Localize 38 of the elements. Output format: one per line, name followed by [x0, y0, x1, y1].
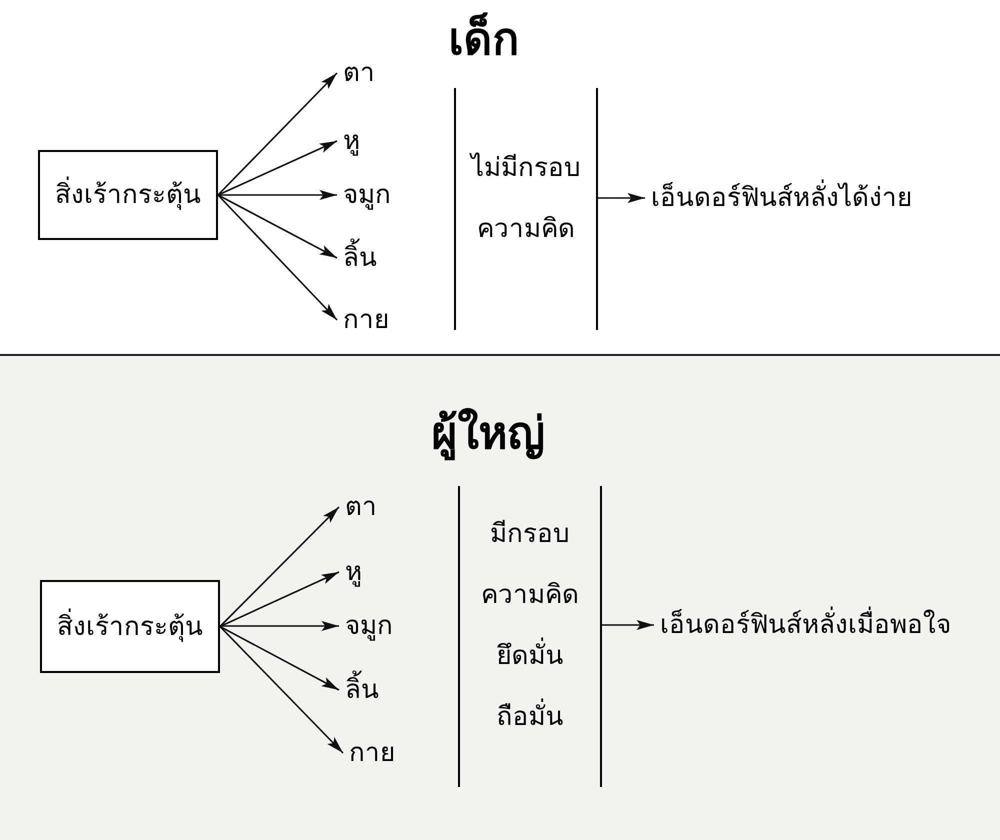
box-label: สิ่งเร้ากระตุ้น: [55, 178, 201, 212]
column-band: [454, 88, 598, 330]
sense-label: กาย: [337, 302, 389, 338]
sense-label: จมูก: [339, 608, 393, 644]
band-text: ถือมั่น: [496, 699, 564, 735]
band-text: ความคิด: [477, 213, 575, 246]
arrow: [220, 621, 339, 631]
arrow: [218, 190, 337, 200]
sense-label: หู: [337, 123, 360, 159]
arrow: [217, 194, 338, 321]
band-text: มีกรอบ: [490, 518, 570, 551]
sense-label: หู: [339, 554, 362, 590]
band-text: ความคิด: [481, 579, 579, 612]
column-band: [458, 486, 602, 787]
sense-label: ลิ้น: [339, 672, 379, 708]
sense-label: ตา: [339, 489, 377, 525]
arrow: [220, 626, 340, 691]
section-heading: เด็ก: [448, 12, 520, 67]
sense-label: จมูก: [337, 177, 391, 213]
arrow: [217, 72, 338, 196]
arrow: [598, 193, 645, 203]
sense-label: ตา: [337, 55, 375, 91]
outcome-text: เอ็นดอร์ฟินส์หลั่งได้ง่าย: [645, 180, 912, 216]
band-text: ไม่มีกรอบ: [471, 152, 581, 185]
band-text: ยึดมั่น: [496, 638, 564, 674]
arrow: [219, 626, 344, 754]
sense-label: ลิ้น: [337, 240, 377, 276]
outcome-text: เอ็นดอร์ฟินส์หลั่งเมื่อพอใจ: [654, 607, 951, 643]
arrow: [219, 506, 340, 628]
sense-label: กาย: [343, 735, 395, 771]
section-heading: ผู้ใหญ่: [432, 407, 544, 462]
arrow: [218, 194, 338, 259]
stimulus-box: [38, 150, 218, 240]
arrow: [220, 571, 340, 628]
arrow: [218, 140, 338, 196]
box-label: สิ่งเร้ากระตุ้น: [57, 610, 203, 644]
arrow: [602, 620, 654, 630]
stimulus-box: [40, 580, 220, 673]
